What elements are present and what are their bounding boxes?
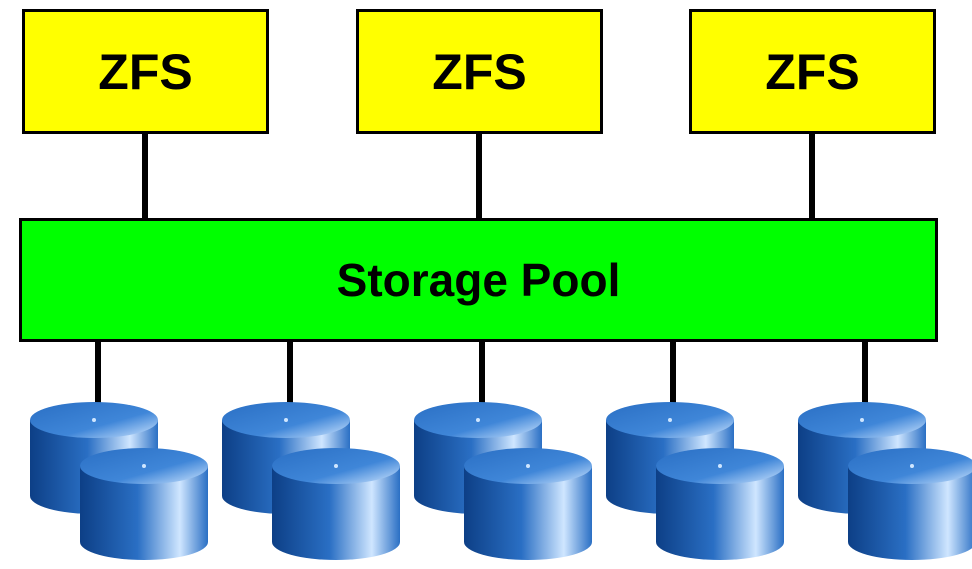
disk-icon [656, 448, 784, 560]
disk-connector-2 [287, 342, 293, 404]
fs-connector-3 [809, 134, 815, 220]
fs-connector-1 [142, 134, 148, 220]
disk-stack-icon [606, 402, 784, 560]
disk-icon [272, 448, 400, 560]
disk-connector-4 [670, 342, 676, 404]
disk-connector-5 [862, 342, 868, 404]
disk-group-5 [796, 400, 972, 569]
zfs-box-1: ZFS [22, 9, 269, 134]
disk-connector-3 [479, 342, 485, 404]
disk-group-4 [604, 400, 794, 569]
storage-pool-box: Storage Pool [19, 218, 938, 342]
zfs-label: ZFS [432, 43, 527, 100]
disk-stack-icon [30, 402, 208, 560]
disk-connector-1 [95, 342, 101, 404]
zfs-label: ZFS [765, 43, 860, 100]
disk-group-3 [412, 400, 602, 569]
storage-pool-label: Storage Pool [336, 254, 621, 306]
disk-stack-icon [798, 402, 972, 560]
zfs-box-2: ZFS [356, 9, 603, 134]
disk-stack-icon [222, 402, 400, 560]
fs-connector-2 [476, 134, 482, 220]
disk-icon [848, 448, 972, 560]
disk-group-2 [220, 400, 410, 569]
disk-stack-icon [414, 402, 592, 560]
zfs-label: ZFS [98, 43, 193, 100]
disk-icon [464, 448, 592, 560]
disk-icon [80, 448, 208, 560]
zfs-box-3: ZFS [689, 9, 936, 134]
disk-group-1 [28, 400, 218, 569]
